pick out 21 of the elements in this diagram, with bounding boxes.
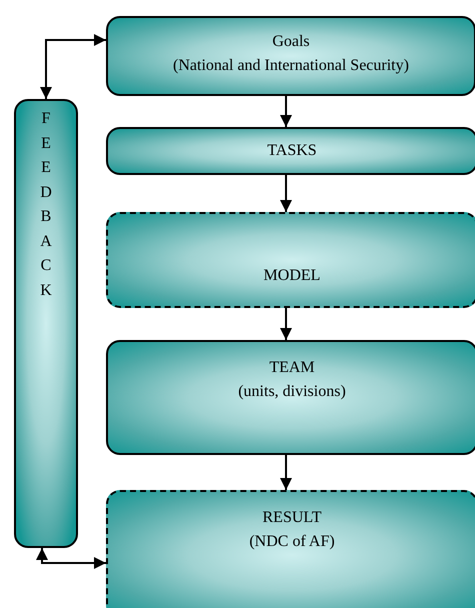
box-title: FEEDBACK xyxy=(39,109,53,300)
arrow xyxy=(36,548,106,569)
arrow xyxy=(40,34,106,99)
box-title: MODEL xyxy=(262,266,322,286)
box-subtitle: (National and International Security) xyxy=(172,56,410,76)
box-subtitle: (NDC of AF) xyxy=(248,532,336,552)
arrow xyxy=(280,308,292,340)
process-box xyxy=(106,16,475,96)
box-title: Goals xyxy=(271,32,311,52)
box-subtitle: (units, divisions) xyxy=(237,382,347,402)
arrow xyxy=(280,175,292,212)
process-box xyxy=(106,127,475,175)
process-box xyxy=(14,99,78,548)
box-title: TEAM xyxy=(268,358,316,378)
arrow xyxy=(280,455,292,490)
arrow xyxy=(280,96,292,127)
box-title: TASKS xyxy=(267,141,317,161)
process-box xyxy=(106,212,475,308)
process-box xyxy=(106,340,475,455)
box-title: RESULT xyxy=(262,508,322,528)
process-box xyxy=(106,490,475,608)
